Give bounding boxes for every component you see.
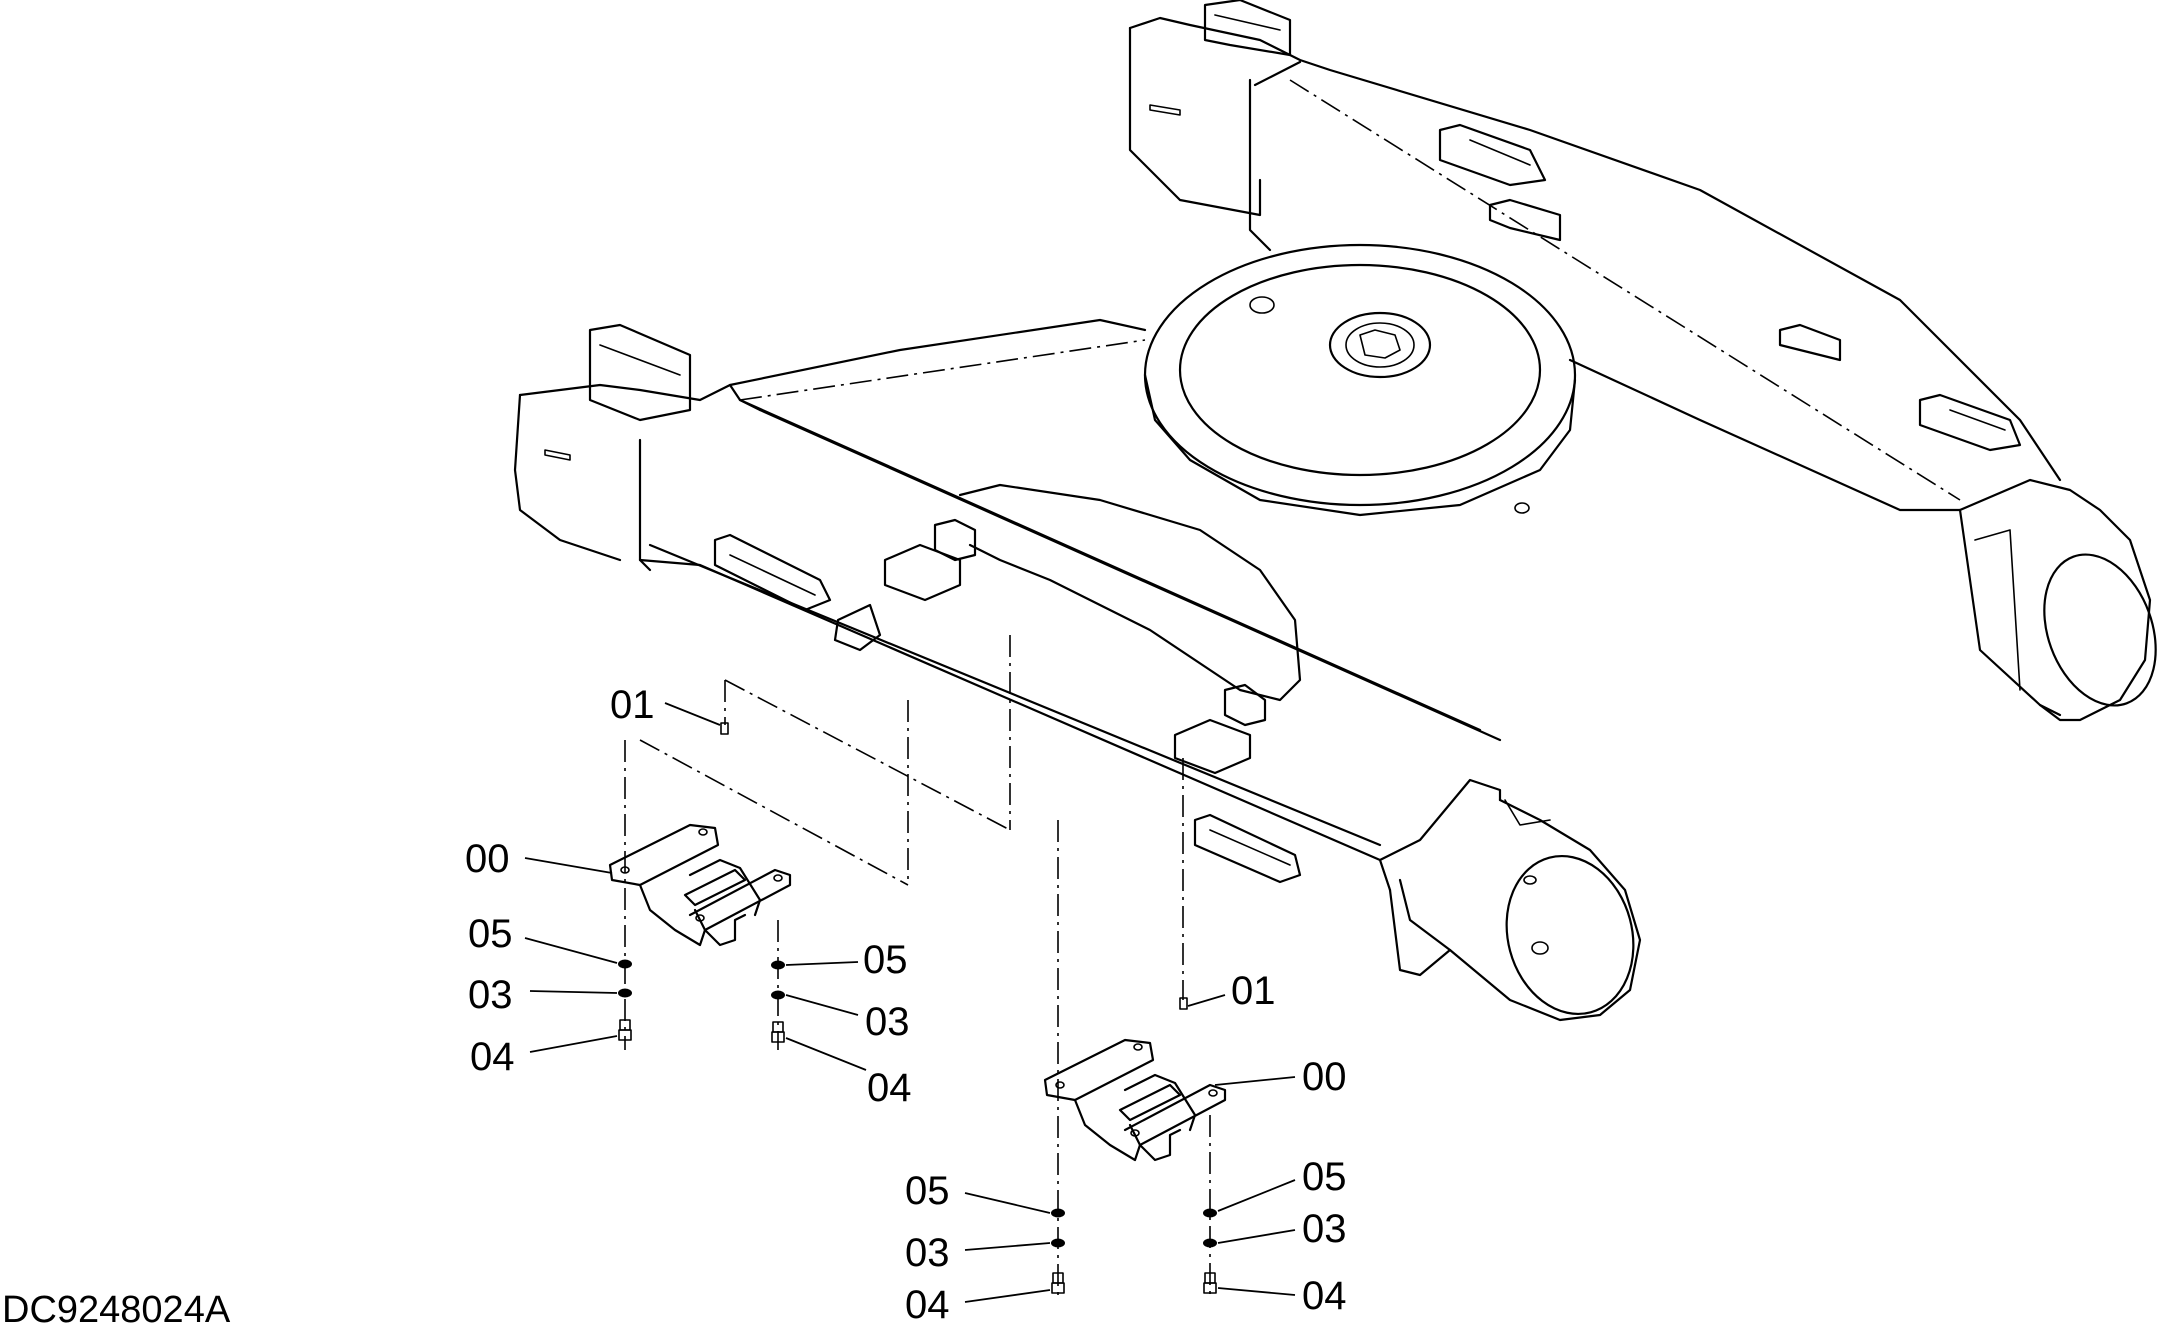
fastener-stack-a [618,959,632,1041]
callout-00-left: 00 [465,837,510,881]
part-00-left-bracket [608,823,792,947]
part-01-right [1179,997,1188,1010]
part-00-right-bracket [1043,1038,1227,1162]
callout-00-right: 00 [1302,1055,1347,1099]
callout-labels: 01 01 00 00 05 03 04 05 03 04 05 03 04 0… [465,683,1347,1327]
callout-04-a: 04 [470,1035,515,1079]
drawing-number: DC9248024A [2,1289,231,1331]
callout-03-d: 03 [1302,1207,1347,1251]
leader-lines [524,702,1296,1303]
callout-04-c: 04 [905,1283,950,1327]
callout-05-b: 05 [863,938,908,982]
callout-03-a: 03 [468,973,513,1017]
fastener-stack-c [1051,1208,1065,1294]
callout-01-left: 01 [610,683,655,727]
callout-05-d: 05 [1302,1155,1347,1199]
assembly-guide-lines [624,635,1211,1300]
callout-01-right: 01 [1231,969,1276,1013]
callout-03-b: 03 [865,1000,910,1044]
fastener-stack-b [771,960,785,1043]
callout-05-c: 05 [905,1169,950,1213]
callout-04-d: 04 [1302,1274,1347,1318]
callout-05-a: 05 [468,912,513,956]
fastener-stack-d [1203,1208,1217,1294]
callout-03-c: 03 [905,1231,950,1275]
track-frame [513,0,2157,1022]
part-01-left [720,722,729,735]
callout-04-b: 04 [867,1066,912,1110]
